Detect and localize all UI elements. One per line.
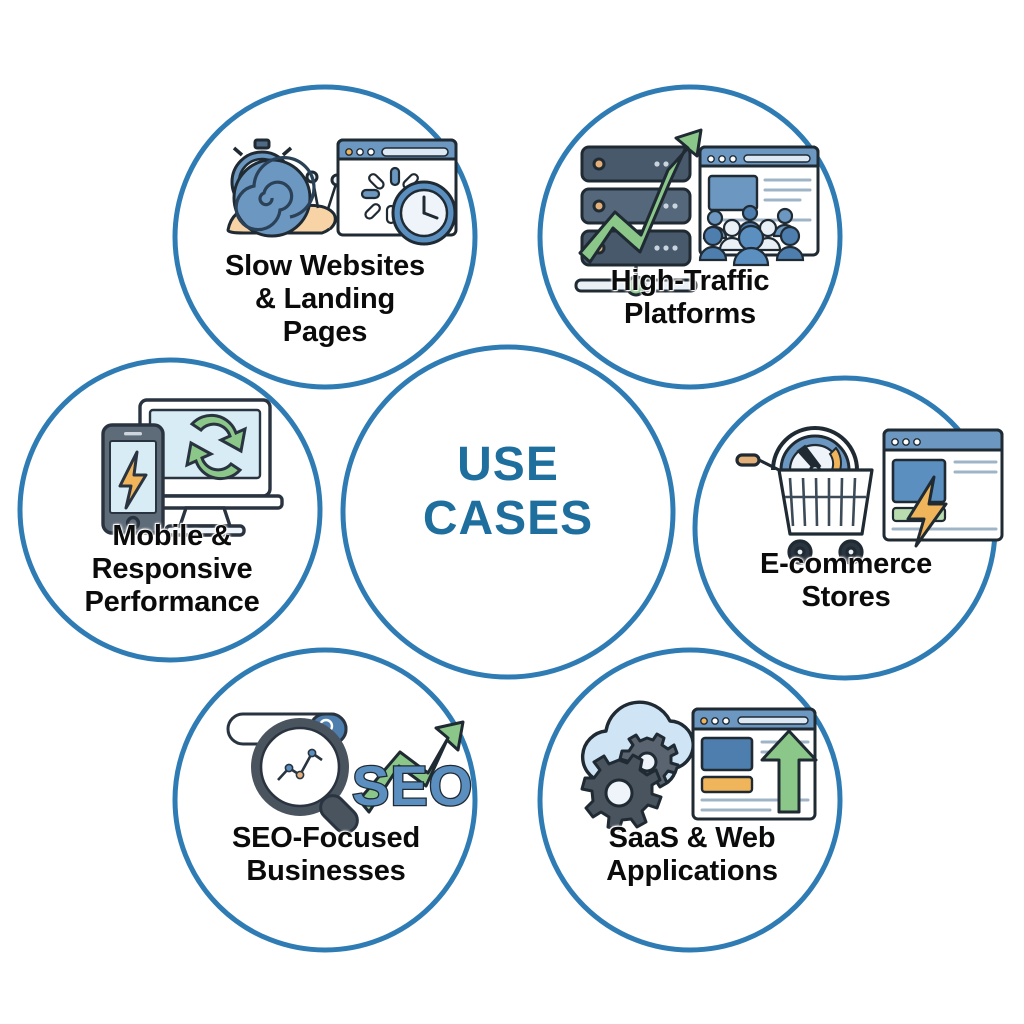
circle-mobile[interactable]	[17, 357, 323, 663]
seo-text-icon: SEO	[351, 753, 474, 819]
magnifier-chart-icon	[251, 718, 359, 834]
speedometer-icon	[771, 426, 859, 476]
shopping-cart-icon	[735, 453, 874, 565]
circle-seo[interactable]	[172, 647, 478, 953]
icon-group-mobile	[101, 398, 284, 537]
circle-high-traffic[interactable]	[537, 84, 843, 390]
clock-icon	[391, 180, 457, 246]
icon-group-saas	[580, 700, 818, 832]
server-stack-icon	[574, 145, 698, 297]
icon-group-seo: SEO	[226, 712, 474, 834]
gear-icon	[580, 753, 663, 832]
snail-icon	[226, 156, 344, 238]
circle-center[interactable]	[340, 344, 676, 680]
center-title: USE CASES	[422, 438, 594, 545]
people-group-icon	[698, 204, 805, 267]
icon-group-high-traffic	[574, 128, 820, 297]
browser-store-icon	[882, 428, 1004, 548]
svg-text:SEO: SEO	[352, 754, 473, 817]
growth-arrow-icon	[357, 720, 465, 814]
sync-arrows-icon	[185, 413, 247, 481]
browser-upload-icon	[691, 707, 818, 821]
browser-loading-icon	[336, 138, 458, 237]
circle-slow-websites[interactable]	[172, 84, 478, 390]
icon-group-slow-websites	[226, 138, 458, 246]
circle-saas[interactable]	[537, 647, 843, 953]
browser-crowd-icon	[698, 145, 820, 267]
lightning-bolt-icon	[118, 450, 148, 510]
growth-arrow-icon	[578, 128, 703, 264]
icon-group-ecommerce	[735, 426, 1004, 565]
